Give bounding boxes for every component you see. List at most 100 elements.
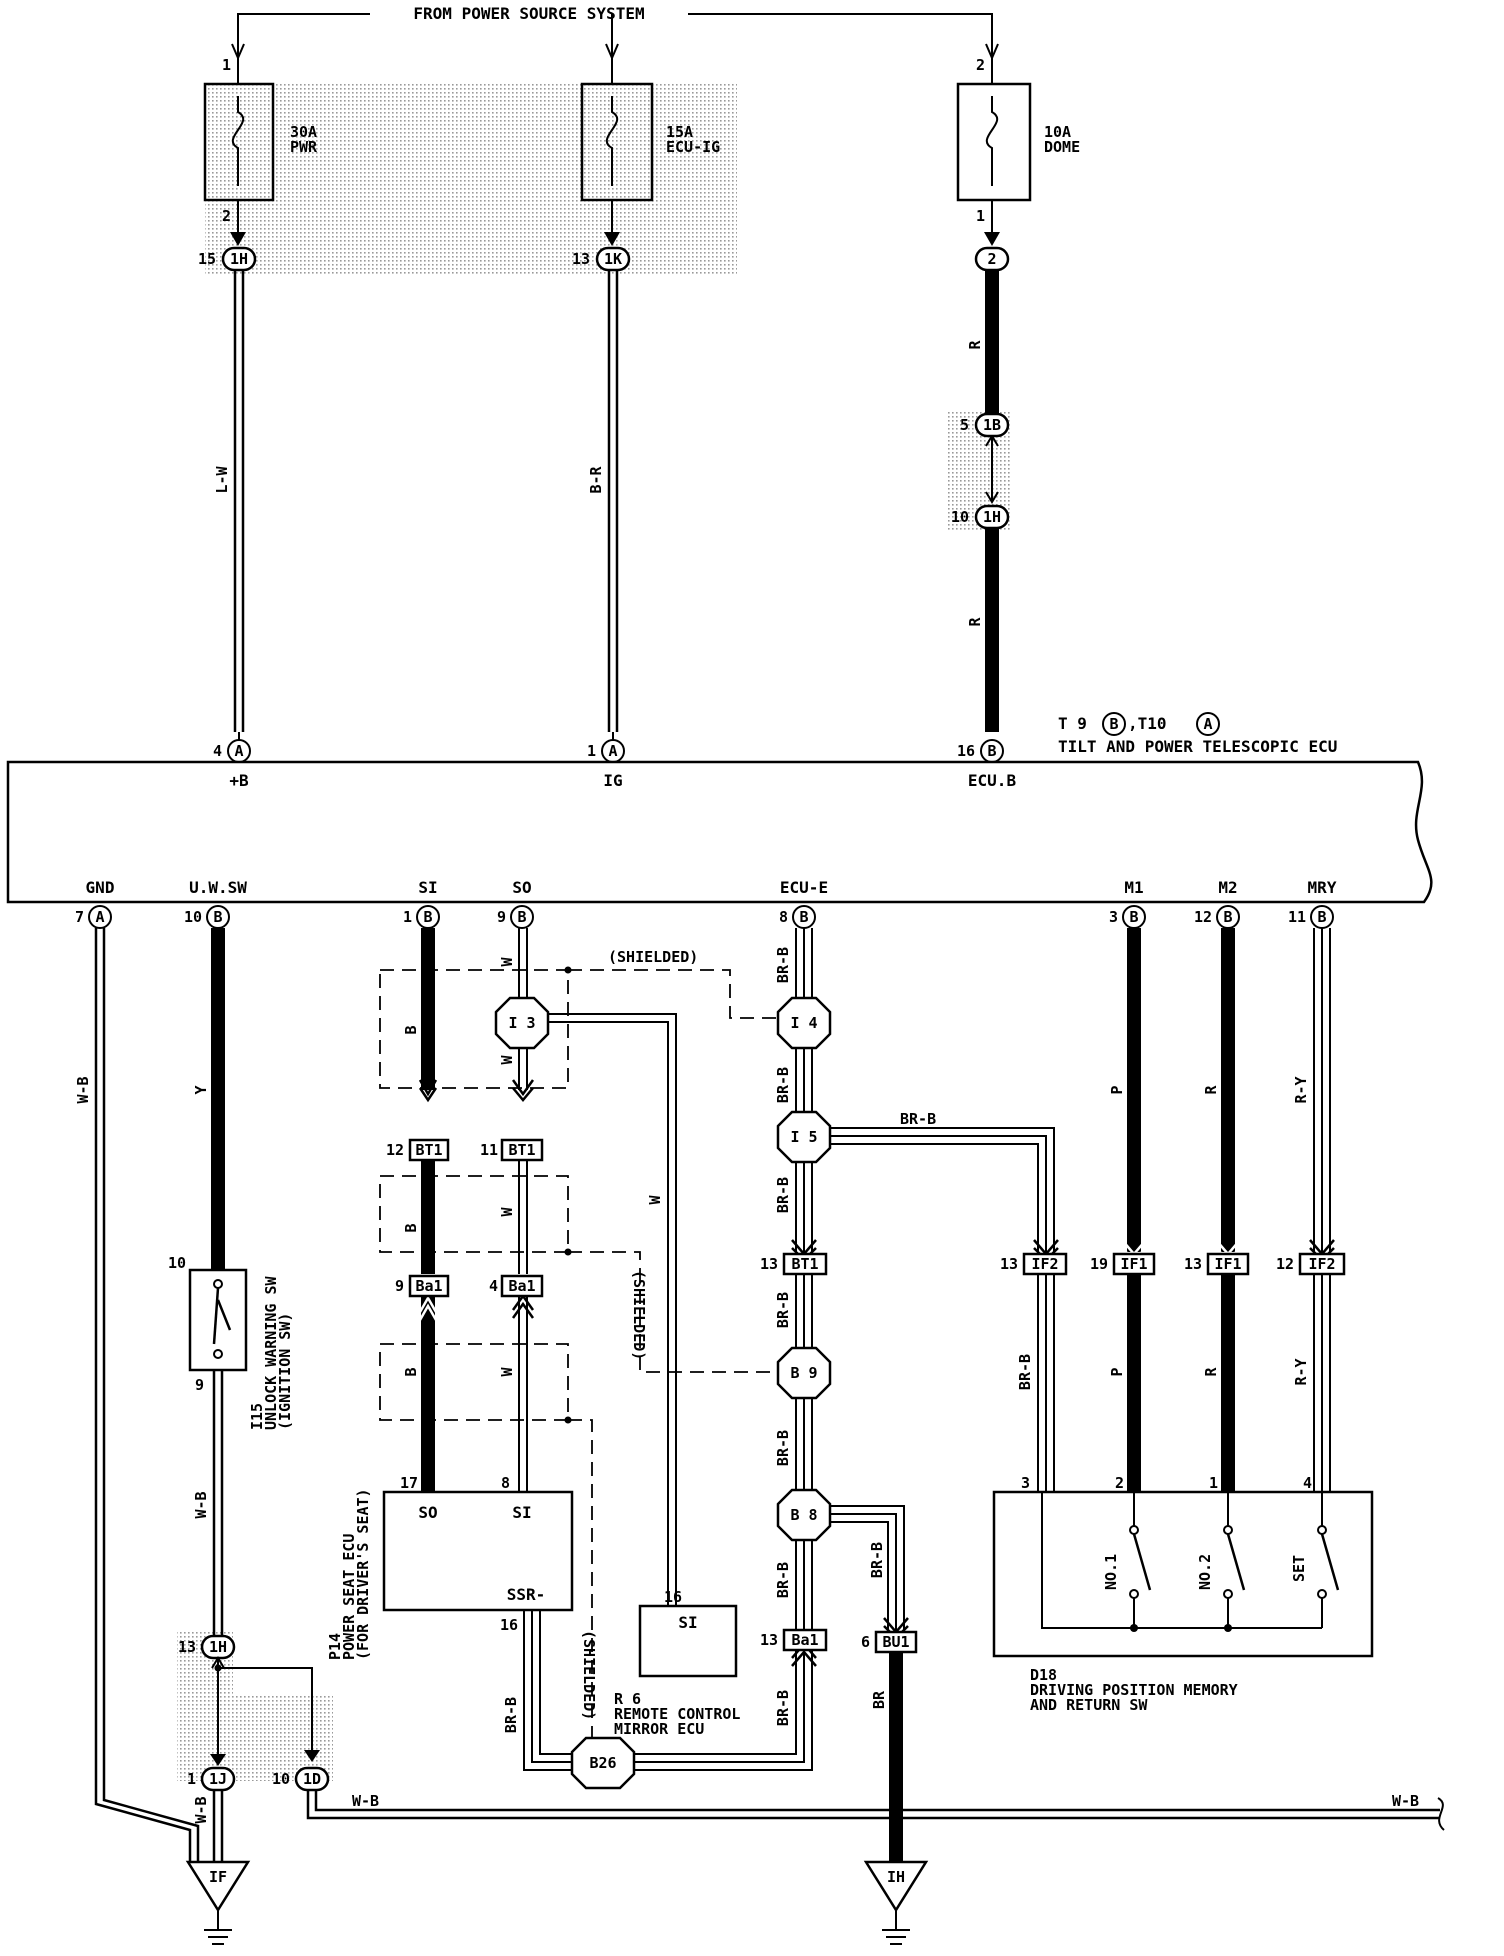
power-source-line-right bbox=[688, 13, 993, 36]
shielded-label-1: (SHIELDED) bbox=[608, 948, 698, 966]
svg-text:1: 1 bbox=[187, 1770, 196, 1788]
svg-text:15: 15 bbox=[198, 250, 216, 268]
svg-text:BU1: BU1 bbox=[882, 1633, 909, 1651]
svg-text:GND: GND bbox=[86, 878, 115, 897]
wire-y: Y bbox=[192, 928, 225, 1270]
svg-text:17: 17 bbox=[400, 1474, 418, 1492]
svg-text:Y: Y bbox=[192, 1085, 210, 1094]
svg-text:9: 9 bbox=[395, 1277, 404, 1295]
svg-text:1J: 1J bbox=[209, 1770, 227, 1788]
wire-b-r: B-R bbox=[587, 270, 619, 732]
svg-text:1D: 1D bbox=[303, 1770, 321, 1788]
svg-text:T 9: T 9 bbox=[1058, 714, 1087, 733]
memory-switch-d18: 3 2 1 4 NO.1 NO.2 SET bbox=[992, 1474, 1374, 1714]
svg-text:W-B: W-B bbox=[74, 1076, 92, 1103]
svg-text:BT1: BT1 bbox=[791, 1255, 818, 1273]
ecu-pin-ecu-e: ECU-E B 8 bbox=[779, 878, 828, 929]
junction-1d: 1D 10 bbox=[272, 1766, 330, 1792]
ecu-pin-uw-sw: U.W.SW B 10 bbox=[184, 878, 247, 929]
svg-text:W: W bbox=[498, 1055, 516, 1065]
ecu-title: T 9 B ,T10 A TILT AND POWER TELESCOPIC E… bbox=[1058, 712, 1337, 756]
junction-1b: 1B 5 bbox=[960, 412, 1010, 438]
svg-text:W: W bbox=[646, 1195, 664, 1205]
junction-2: 2 bbox=[974, 246, 1010, 272]
wire-m1-p: P P bbox=[1108, 928, 1147, 1492]
fuse-icon bbox=[985, 96, 999, 186]
svg-text:SSR-: SSR- bbox=[507, 1585, 546, 1604]
svg-text:5: 5 bbox=[960, 416, 969, 434]
svg-text:W: W bbox=[498, 1207, 516, 1217]
svg-text:BR-B: BR-B bbox=[900, 1110, 936, 1128]
svg-text:11: 11 bbox=[480, 1141, 498, 1159]
svg-text:W: W bbox=[498, 1367, 516, 1377]
power-seat-ecu: 17 8 SO SI SSR- 16 P14 POWER SEAT ECU (F… bbox=[326, 1474, 574, 1660]
svg-text:I15: I15 bbox=[248, 1403, 266, 1430]
power-source-line bbox=[237, 13, 370, 36]
ecu-pin-ecu-b: B 16 ECU.B bbox=[957, 739, 1017, 790]
svg-text:9: 9 bbox=[195, 1376, 204, 1394]
wire-ssr-br-b: BR-B bbox=[502, 1610, 578, 1771]
svg-text:B: B bbox=[213, 908, 222, 926]
svg-text:ECU.B: ECU.B bbox=[968, 771, 1017, 790]
svg-text:I 4: I 4 bbox=[790, 1014, 817, 1032]
wire-si-b: B B B bbox=[402, 928, 438, 1492]
svg-text:IF: IF bbox=[209, 1868, 227, 1886]
svg-text:13: 13 bbox=[760, 1631, 778, 1649]
svg-text:3: 3 bbox=[1109, 908, 1118, 926]
svg-text:+B: +B bbox=[229, 771, 249, 790]
svg-text:7: 7 bbox=[75, 908, 84, 926]
shield-box-3 bbox=[379, 1343, 593, 1760]
svg-text:30A: 30A bbox=[290, 123, 317, 141]
svg-text:B: B bbox=[517, 908, 526, 926]
svg-text:SO: SO bbox=[418, 1503, 437, 1522]
svg-text:Ba1: Ba1 bbox=[508, 1277, 535, 1295]
svg-text:MIRROR ECU: MIRROR ECU bbox=[614, 1720, 704, 1738]
svg-text:B-R: B-R bbox=[587, 465, 605, 493]
svg-text:P14: P14 bbox=[326, 1633, 344, 1660]
connector-if2-12: IF2 12 bbox=[1276, 1252, 1346, 1276]
svg-text:NO.2: NO.2 bbox=[1196, 1554, 1214, 1590]
svg-text:R: R bbox=[966, 617, 984, 627]
svg-text:16: 16 bbox=[664, 1588, 682, 1606]
power-source-label: FROM POWER SOURCE SYSTEM bbox=[413, 4, 644, 23]
svg-text:TILT AND POWER TELESCOPIC ECU: TILT AND POWER TELESCOPIC ECU bbox=[1058, 737, 1337, 756]
svg-text:IF2: IF2 bbox=[1031, 1255, 1058, 1273]
connector-ba1-4: Ba1 4 bbox=[489, 1274, 544, 1298]
svg-text:B 8: B 8 bbox=[790, 1506, 817, 1524]
shield-box-2 bbox=[379, 1175, 790, 1373]
svg-text:R: R bbox=[1202, 1085, 1220, 1095]
svg-text:A: A bbox=[234, 742, 243, 760]
wire-l-w: L-W bbox=[213, 270, 245, 732]
svg-text:BR-B: BR-B bbox=[502, 1697, 520, 1733]
svg-text:8: 8 bbox=[501, 1474, 510, 1492]
fuse-ecu-ig: 15A ECU-IG bbox=[580, 82, 720, 202]
svg-text:PWR: PWR bbox=[290, 138, 318, 156]
wire-gnd-w-b: W-B bbox=[74, 928, 200, 1862]
svg-text:P: P bbox=[1108, 1367, 1126, 1376]
svg-text:12: 12 bbox=[1276, 1255, 1294, 1273]
svg-text:10: 10 bbox=[951, 508, 969, 526]
svg-text:B: B bbox=[987, 742, 996, 760]
svg-text:2: 2 bbox=[987, 250, 996, 268]
ground-ih: IH bbox=[863, 1860, 929, 1945]
wire-br-b-if2: BR-B bbox=[830, 1110, 1055, 1252]
svg-text:13: 13 bbox=[760, 1255, 778, 1273]
splice-i4: I 4 bbox=[776, 996, 832, 1050]
svg-text:UNLOCK WARNING SW: UNLOCK WARNING SW bbox=[262, 1276, 280, 1430]
splice-i5: I 5 bbox=[776, 1110, 832, 1164]
svg-text:IF1: IF1 bbox=[1214, 1255, 1241, 1273]
svg-text:(FOR DRIVER'S SEAT): (FOR DRIVER'S SEAT) bbox=[354, 1488, 372, 1660]
splice-b9: B 9 bbox=[776, 1346, 832, 1400]
svg-text:13: 13 bbox=[1184, 1255, 1202, 1273]
ecu-pin-si: SI B 1 bbox=[403, 878, 440, 929]
svg-text:B: B bbox=[1129, 908, 1138, 926]
svg-text:B: B bbox=[402, 1025, 420, 1034]
svg-text:P: P bbox=[1108, 1085, 1126, 1094]
svg-text:BT1: BT1 bbox=[415, 1141, 442, 1159]
svg-text:1: 1 bbox=[587, 742, 596, 760]
svg-text:ECU-E: ECU-E bbox=[780, 878, 828, 897]
svg-text:IH: IH bbox=[887, 1868, 905, 1886]
svg-text:13: 13 bbox=[1000, 1255, 1018, 1273]
connector-bt1-11: BT1 11 bbox=[480, 1138, 544, 1162]
